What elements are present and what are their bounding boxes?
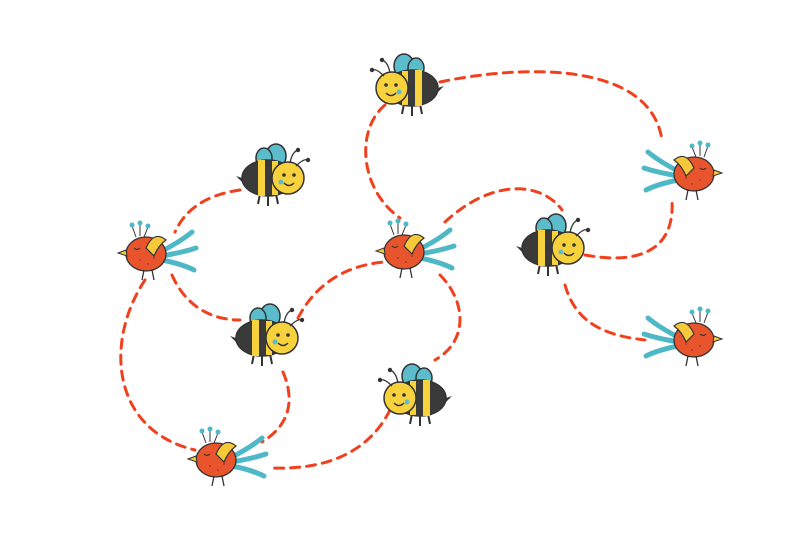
bee (229, 303, 306, 367)
bird (376, 219, 454, 279)
bird (644, 141, 722, 201)
dashed-path (173, 188, 242, 234)
bee (515, 213, 592, 277)
dashed-path (270, 408, 392, 470)
dashed-path (438, 70, 664, 142)
bird (188, 427, 266, 487)
dashed-path (170, 273, 242, 322)
dashed-path (433, 273, 462, 362)
dashed-path (364, 103, 402, 220)
dashed-path (296, 260, 387, 320)
dashed-paths (119, 70, 674, 470)
bee (235, 143, 312, 207)
bird (644, 307, 722, 367)
dashed-path (119, 278, 197, 452)
bird (118, 221, 196, 281)
dashed-path (583, 198, 674, 260)
dashed-path (260, 370, 291, 444)
dashed-path (563, 283, 647, 342)
dashed-path (443, 187, 564, 224)
bee (376, 363, 453, 427)
